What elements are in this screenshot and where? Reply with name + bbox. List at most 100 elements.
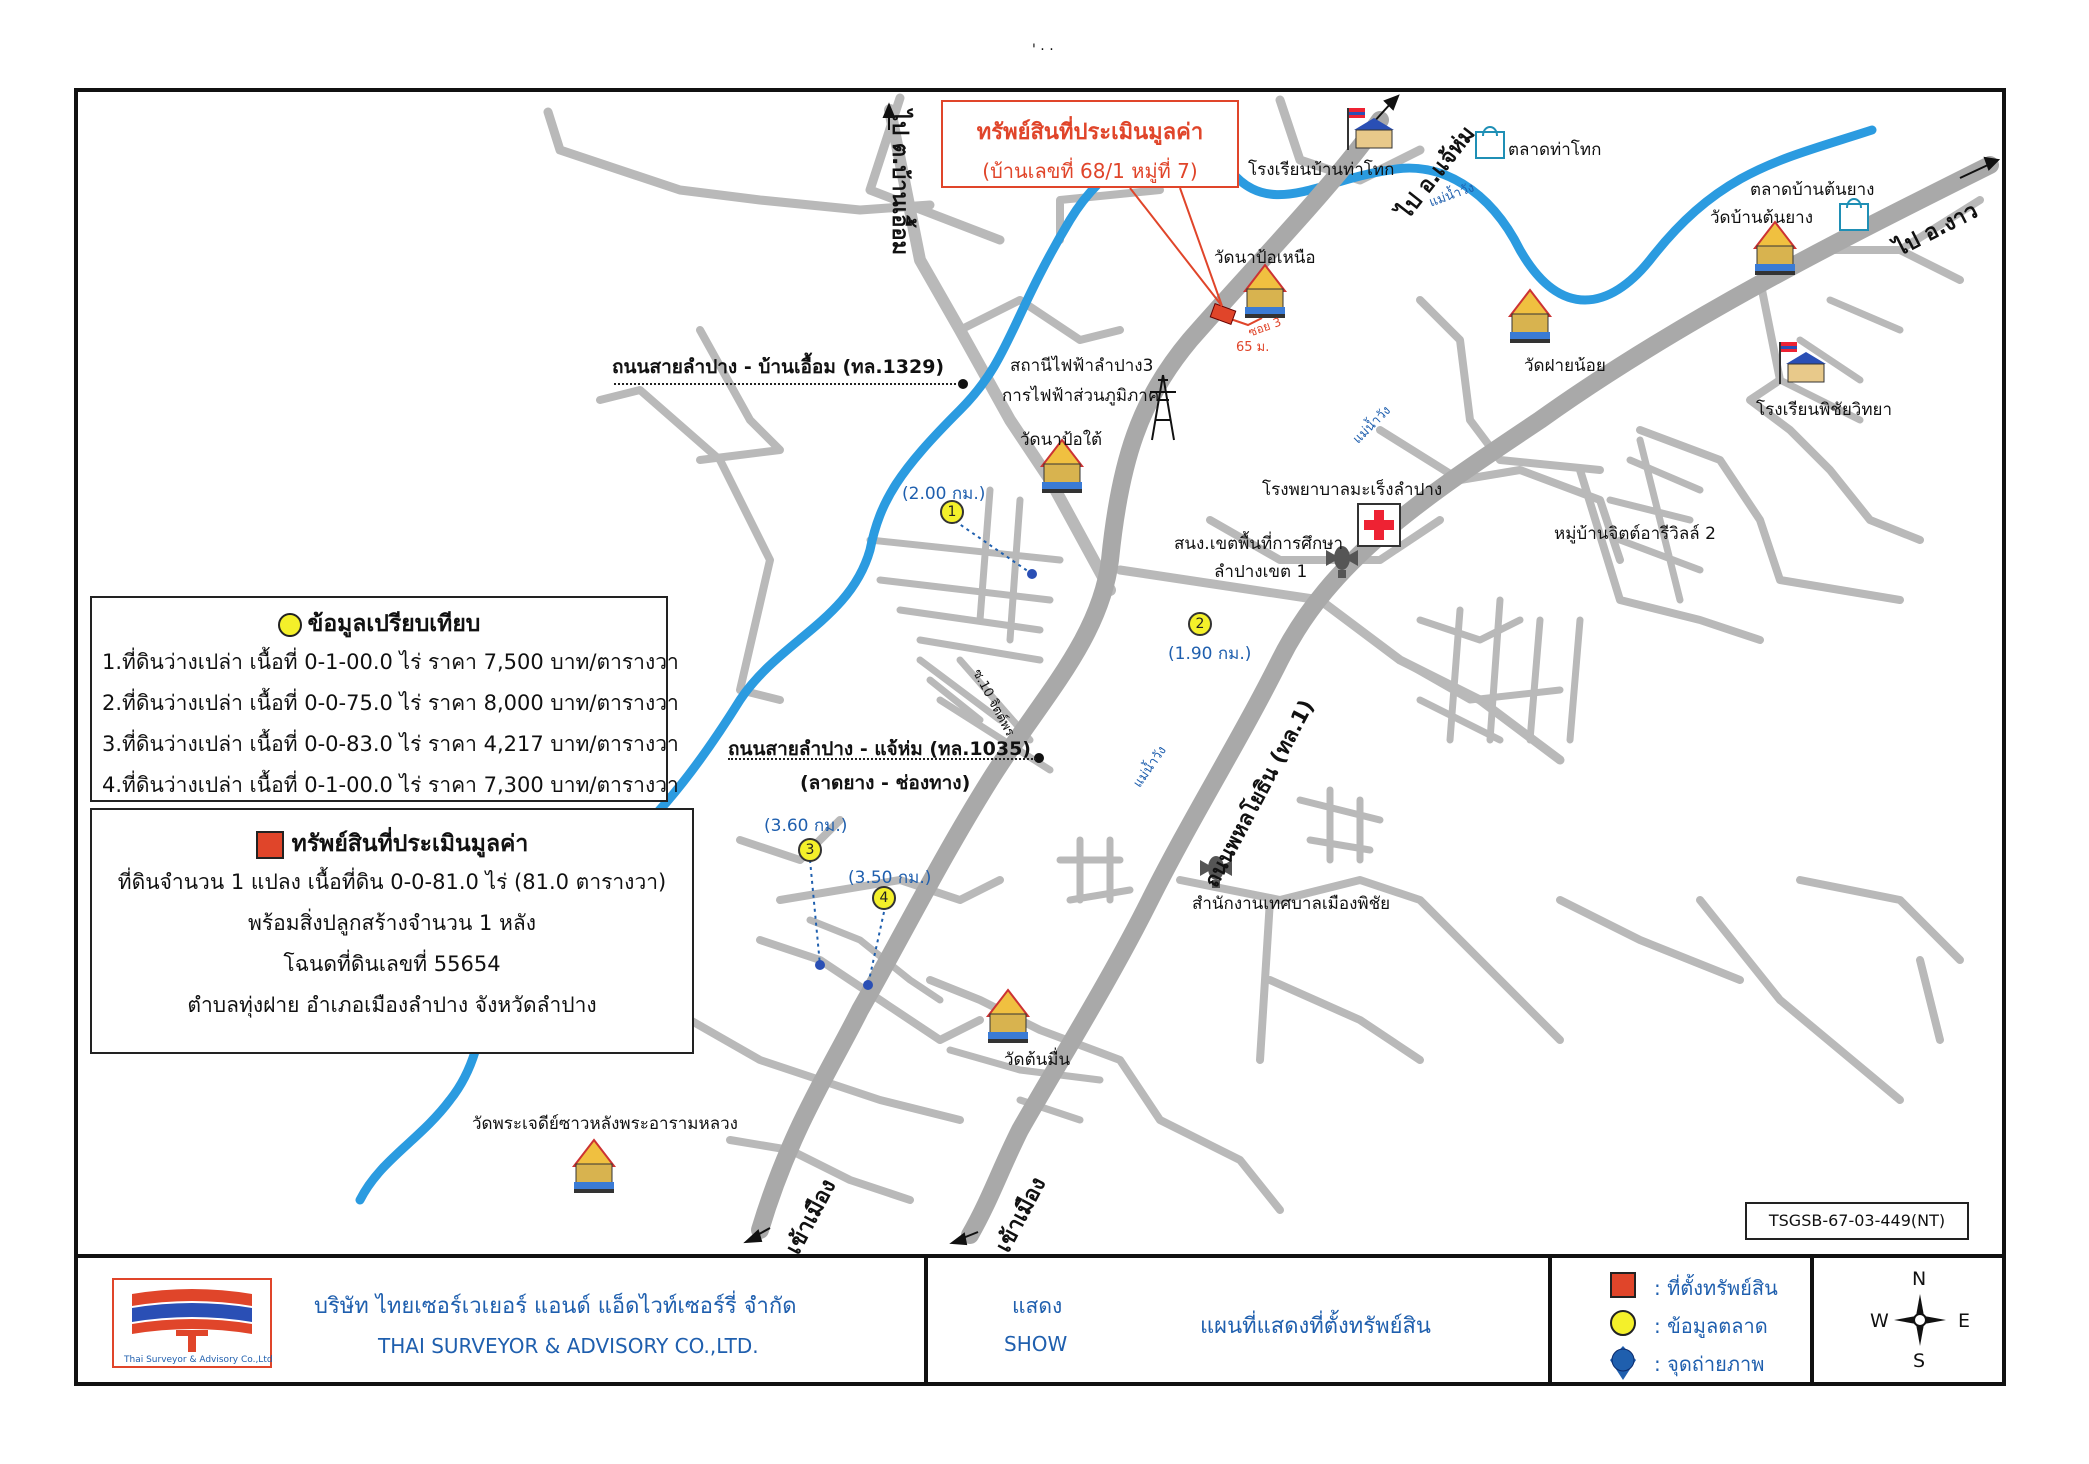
road-minor [1576, 466, 1764, 644]
map-title: แผนที่แสดงที่ตั้งทรัพย์สิน [1200, 1314, 1431, 1339]
power-tower-icon [1150, 374, 1176, 441]
school-icon [1779, 342, 1826, 384]
temple-icons [571, 220, 1798, 1193]
compass-s: S [1913, 1350, 1926, 1372]
compass-icon [1894, 1294, 1946, 1346]
road-minor [1376, 426, 1624, 564]
legend-comparable-row: 3.ที่ดินว่างเปล่า เนื้อที่ 0-0-83.0 ไร่ … [102, 732, 679, 756]
comparable-2-marker: 2 [1188, 612, 1212, 636]
road-1035-label: ถนนสายลำปาง - แจ้ห่ม (ทล.1035) [728, 738, 1031, 760]
legend-property-row: พร้อมสิ่งปลูกสร้างจำนวน 1 หลัง [248, 911, 536, 935]
red-square-icon [1610, 1272, 1636, 1298]
market-icon [1839, 198, 1869, 231]
road-minor [543, 107, 935, 215]
label-wat-ton-min: วัดต้นมื่น [1004, 1050, 1071, 1070]
label-hospital: โรงพยาบาลมะเร็งลำปาง [1262, 480, 1443, 500]
market-icons [1475, 126, 1869, 231]
garuda-icon [1200, 856, 1232, 888]
legend-property-row: โฉนดที่ดินเลขที่ 55654 [283, 952, 501, 976]
legend-comparable-row: 2.ที่ดินว่างเปล่า เนื้อที่ 0-0-75.0 ไร่ … [102, 691, 679, 715]
road-minor [1556, 896, 1904, 1104]
footer-legend-property: : ที่ตั้งทรัพย์สิน [1654, 1276, 1778, 1300]
red-square-icon [255, 830, 284, 859]
comparable-4-distance: (3.50 กม.) [848, 868, 932, 888]
road-minor [1636, 426, 1904, 604]
minor-roads [543, 93, 1984, 1214]
road-minor [1416, 296, 1604, 474]
direction-arrows [743, 94, 2001, 1246]
garuda-icons [1200, 546, 1358, 888]
temple-icon [1242, 263, 1288, 318]
garuda-icon [1326, 546, 1358, 578]
comparable-1-distance: (2.00 กม.) [902, 484, 986, 504]
road-1035-leader [728, 758, 1036, 760]
village-grid [1296, 786, 1384, 864]
legend-comparable-row: 1.ที่ดินว่างเปล่า เนื้อที่ 0-1-00.0 ไร่ … [102, 650, 679, 674]
label-school-phichai: โรงเรียนพิชัยวิทยา [1756, 400, 1893, 420]
road-1035 [751, 111, 1389, 1239]
label-market-tonyang: ตลาดบ้านต้นยาง [1750, 180, 1875, 200]
village-grid [1396, 616, 1564, 744]
school-icons [1347, 108, 1826, 384]
subject-property-marker [1209, 303, 1263, 327]
comparable-leaders [809, 520, 1033, 986]
document-code: TSGSB-67-03-449(NT) [1745, 1202, 1969, 1240]
label-wat-tonyang: วัดบ้านต้นยาง [1710, 208, 1814, 228]
comparable-4-marker: 4 [872, 886, 896, 910]
legend-comparables: ข้อมูลเปรียบเทียบ 1.ที่ดินว่างเปล่า เนื้… [90, 596, 679, 802]
callout-leader [1179, 187, 1223, 307]
village-grid [1056, 836, 1134, 904]
footer-divider [1810, 1258, 1814, 1386]
road-1329-leader [614, 383, 960, 385]
temple-icon [1752, 220, 1798, 275]
market-icon [1475, 126, 1505, 159]
legend-comparables-title: ข้อมูลเปรียบเทียบ [307, 611, 481, 637]
company-name-en: THAI SURVEYOR & ADVISORY CO.,LTD. [378, 1334, 759, 1358]
logo-caption: Thai Surveyor & Advisory Co.,Ltd [124, 1355, 273, 1365]
road-minor [726, 1136, 914, 1204]
company-logo [112, 1278, 272, 1368]
road-phahonyothin [961, 156, 1999, 1244]
label-power-authority: การไฟฟ้าส่วนภูมิภาค [1002, 386, 1160, 406]
top-mark: ' · · [1032, 42, 1054, 58]
label-wat-phrachedi: วัดพระเจดีย์ซาวหลังพระอารามหลวง [472, 1114, 738, 1134]
road-minor [756, 936, 984, 1044]
label-school-thatok: โรงเรียนบ้านท่าโทก [1248, 160, 1395, 180]
show-label-en: SHOW [1004, 1332, 1068, 1356]
callout-title: ทรัพย์สินที่ประเมินมูลค่า [976, 120, 1204, 145]
label-market-thatok: ตลาดท่าโทก [1508, 140, 1602, 160]
hospital-icon [1357, 503, 1401, 547]
subject-callout: ทรัพย์สินที่ประเมินมูลค่า (บ้านเลขที่ 68… [941, 100, 1239, 188]
footer-divider [924, 1258, 928, 1386]
label-municipality: สำนักงานเทศบาลเมืองพิชัย [1192, 894, 1391, 914]
footer-legend-market: : ข้อมูลตลาด [1654, 1314, 1768, 1338]
road-minor [1816, 196, 1984, 284]
legend-property-row: ที่ดินจำนวน 1 แปลง เนื้อที่ดิน 0-0-81.0 … [117, 870, 667, 894]
label-wat-napo-tai: วัดนาป้อใต้ [1020, 430, 1103, 450]
legend-property: ทรัพย์สินที่ประเมินมูลค่า ที่ดินจำนวน 1 … [90, 808, 694, 1054]
show-label-th: แสดง [1012, 1294, 1063, 1318]
label-wat-napo-nuea: วัดนาป้อเหนือ [1214, 248, 1316, 268]
highways [751, 111, 1999, 1244]
village-grid [1606, 436, 1704, 604]
legend-property-row: ตำบลทุ่งฝาย อำเภอเมืองลำปาง จังหวัดลำปาง [187, 993, 597, 1017]
junction-dots [958, 379, 1044, 763]
label-edu-office: สนง.เขตพื้นที่การศึกษา [1174, 534, 1344, 554]
compass-n: N [1912, 1268, 1927, 1290]
label-power-station: สถานีไฟฟ้าลำปาง3 [1010, 356, 1154, 376]
village-grid [1446, 596, 1584, 744]
legend-comparable-row: 4.ที่ดินว่างเปล่า เนื้อที่ 0-1-00.0 ไร่ … [102, 773, 679, 797]
compass-w: W [1870, 1310, 1889, 1332]
road-minor [926, 976, 1284, 1214]
photo-point-icon [1610, 1346, 1636, 1380]
footer-legend-photo: : จุดถ่ายภาพ [1654, 1352, 1765, 1376]
temple-icon [985, 988, 1031, 1043]
comparable-1-marker: 1 [940, 500, 964, 524]
label-village: หมู่บ้านจิตต์อารีวิลล์ 2 [1554, 524, 1716, 544]
village-grid [866, 486, 1064, 664]
village-grid [916, 656, 1054, 774]
direction-ban-uam: ไป ต.บ้านเอื้อม [887, 110, 912, 256]
village-grid [1776, 296, 1904, 424]
legend-property-title: ทรัพย์สินที่ประเมินมูลค่า [291, 831, 529, 857]
